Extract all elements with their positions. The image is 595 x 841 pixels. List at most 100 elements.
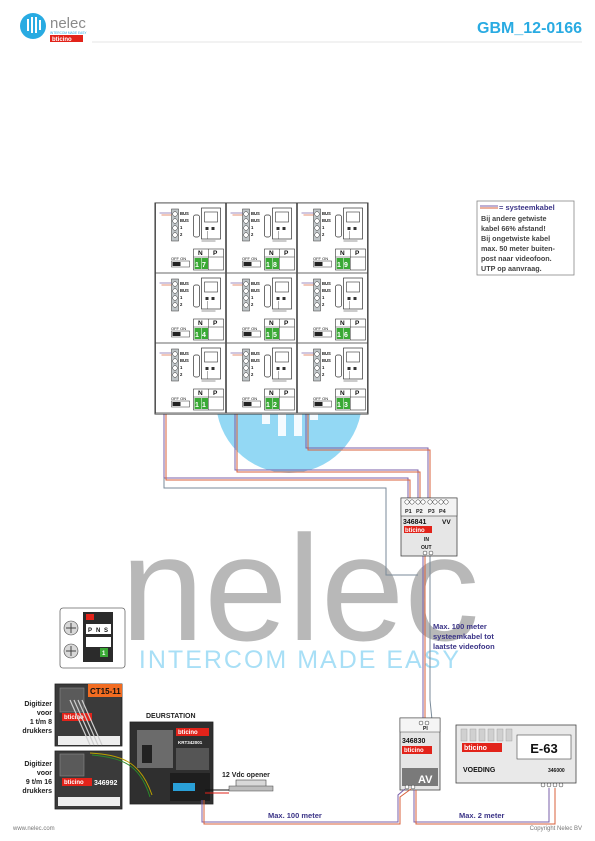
switch-label: OFF ON <box>313 326 328 331</box>
distributor-port-p2: P2 <box>416 509 423 515</box>
terminal-label: BUS <box>322 358 331 363</box>
switch-label: OFF ON <box>313 256 328 261</box>
doorstation-brand: bticino <box>178 730 198 736</box>
legend-line-6: UTP op aanvraag. <box>481 264 542 273</box>
opener-label: 12 Vdc opener <box>222 772 270 779</box>
terminal-label: 2 <box>322 372 325 377</box>
terminal-label: 1 <box>251 225 254 230</box>
av-code: 346830 <box>402 738 425 745</box>
digitizer2-code: 346992 <box>94 780 117 787</box>
note-line-1: Max. 100 meter <box>433 622 487 631</box>
digitizer1-line-4: drukkers <box>22 728 52 735</box>
digitizer1-line-2: voor <box>37 710 52 717</box>
terminal-label: BUS <box>251 351 260 356</box>
column-n: N <box>269 250 274 257</box>
digitizer2-brand: bticino <box>64 780 84 786</box>
doorstation-code: KRT342001 <box>178 740 203 745</box>
switch-label: OFF ON <box>171 256 186 261</box>
distributor-code: 346841 <box>403 519 426 526</box>
terminal-label: 1 <box>180 225 183 230</box>
address-digit-2: 2 <box>273 402 277 409</box>
digitizer1-brand: bticino <box>64 715 84 721</box>
address-digit-1: 1 <box>337 332 341 339</box>
address-digit-1: 1 <box>337 402 341 409</box>
address-digit-2: 8 <box>273 262 277 269</box>
module-s: S <box>104 628 108 634</box>
address-digit-1: 1 <box>195 262 199 269</box>
column-p: P <box>213 390 218 397</box>
watermark-subtitle: INTERCOM MADE EASY <box>139 646 461 674</box>
distance-100m: Max. 100 meter <box>268 811 322 820</box>
terminal-label: BUS <box>251 358 260 363</box>
address-digit-1: 1 <box>266 402 270 409</box>
terminal-label: 1 <box>180 365 183 370</box>
address-digit-2: 3 <box>344 402 348 409</box>
column-p: P <box>213 250 218 257</box>
switch-label: OFF ON <box>313 396 328 401</box>
terminal-label: 1 <box>322 295 325 300</box>
distance-2m: Max. 2 meter <box>459 811 505 820</box>
sub-brand: bticino <box>52 37 72 43</box>
legend-line-5: post naar videofoon. <box>481 254 552 263</box>
legend-line-1: Bij andere getwiste <box>481 214 547 223</box>
footer-url: www.nelec.com <box>12 826 55 832</box>
module-p: P <box>88 628 92 634</box>
switch-label: OFF ON <box>171 326 186 331</box>
column-p: P <box>213 320 218 327</box>
distributor-out: OUT <box>421 545 432 551</box>
column-n: N <box>269 320 274 327</box>
column-p: P <box>284 250 289 257</box>
terminal-label: BUS <box>322 351 331 356</box>
address-digit-1: 1 <box>266 332 270 339</box>
column-n: N <box>340 250 345 257</box>
digitizer1-code: CT15-11 <box>90 687 121 696</box>
note-line-3: laatste videofoon <box>433 642 495 651</box>
cable-legend: = systeemkabel Bij andere getwiste kabel… <box>476 200 575 276</box>
brand-name: nelec <box>50 15 86 32</box>
address-digit-2: 5 <box>273 332 277 339</box>
digitizer2-line-2: voor <box>37 770 52 777</box>
power-label: VOEDING <box>463 767 496 774</box>
legend-line-2: kabel 66% afstand! <box>481 224 546 233</box>
legend-cable-label: = systeemkabel <box>499 203 555 212</box>
terminal-label: 2 <box>180 372 183 377</box>
terminal-label: 1 <box>180 295 183 300</box>
terminal-label: BUS <box>180 358 189 363</box>
distributor-brand: bticino <box>405 528 425 534</box>
terminal-label: 2 <box>251 232 254 237</box>
distributor-port-p1: P1 <box>405 509 412 515</box>
column-n: N <box>340 390 345 397</box>
brand-subtitle: INTERCOM MADE EASY <box>50 31 87 35</box>
column-n: N <box>198 390 203 397</box>
door-opener: 12 Vdc opener <box>205 772 274 794</box>
switch-label: OFF ON <box>242 396 257 401</box>
terminal-label: BUS <box>180 211 189 216</box>
digitizer-1: Digitizer voor 1 t/m 8 drukkers CT15-11 … <box>22 683 123 747</box>
address-digit-1: 1 <box>337 262 341 269</box>
digitizer1-line-3: 1 t/m 8 <box>30 719 52 726</box>
terminal-label: BUS <box>251 288 260 293</box>
power-code: 346000 <box>548 768 565 774</box>
digitizer2-line-4: drukkers <box>22 788 52 795</box>
cable-length-note: Max. 100 meter systeemkabel tot laatste … <box>433 622 495 651</box>
address-digit-2: 7 <box>202 262 206 269</box>
switch-label: OFF ON <box>242 256 257 261</box>
address-digit-2: 1 <box>202 402 206 409</box>
column-n: N <box>198 250 203 257</box>
nelec-logo <box>20 13 46 39</box>
terminal-label: 2 <box>180 232 183 237</box>
switch-label: OFF ON <box>171 396 186 401</box>
terminal-label: 2 <box>322 232 325 237</box>
av-mark: AV <box>418 774 433 786</box>
note-line-2: systeemkabel tot <box>433 632 494 641</box>
column-n: N <box>340 320 345 327</box>
footer: www.nelec.com Copyright Nelec BV <box>12 826 582 832</box>
digitizer1-line-1: Digitizer <box>24 701 52 708</box>
terminal-label: 1 <box>251 365 254 370</box>
av-port: PI <box>423 726 428 732</box>
